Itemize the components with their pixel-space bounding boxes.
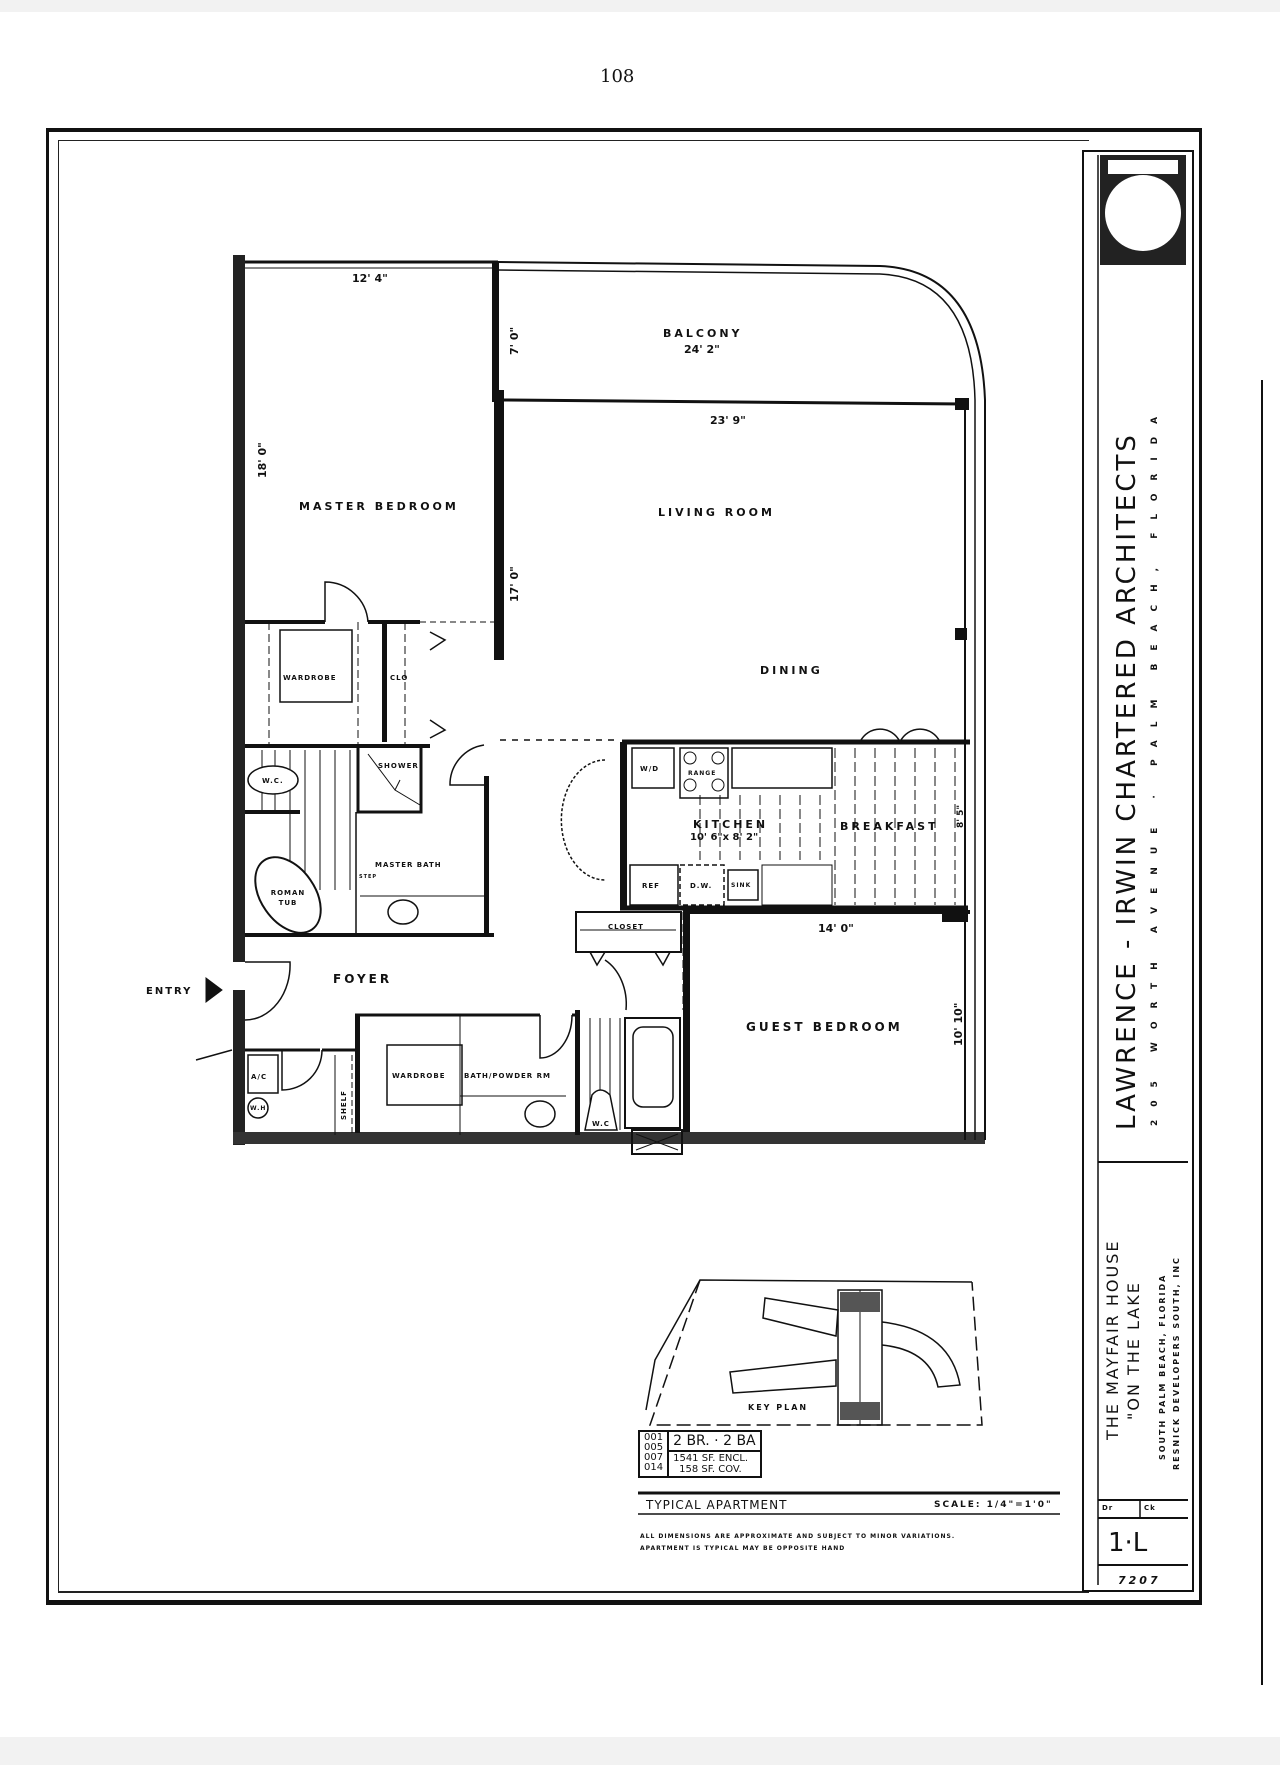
room-label-breakfast: BREAKFAST bbox=[840, 820, 939, 833]
room-label-master-bedroom: MASTER BEDROOM bbox=[299, 500, 459, 513]
room-label-roman-tub: ROMAN TUB bbox=[270, 889, 306, 907]
architect-firm-name: LAWRENCE - IRWIN CHARTERED ARCHITECTS bbox=[1112, 432, 1142, 1130]
room-label-closet: CLOSET bbox=[608, 923, 644, 931]
appliance-label-wd: W/D bbox=[640, 765, 660, 773]
drawing-border bbox=[46, 128, 1202, 1605]
room-label-wc-guest: W.C bbox=[592, 1120, 610, 1128]
room-label-bath-powder: BATH/POWDER RM bbox=[464, 1072, 551, 1080]
dimension-balcony-depth: 7' 0" bbox=[508, 326, 521, 355]
room-label-shelf: SHELF bbox=[340, 1090, 348, 1120]
room-label-clo: CLO bbox=[390, 674, 409, 682]
unit-numbers: 001 005 007 014 bbox=[637, 1430, 670, 1478]
drawing-title: TYPICAL APARTMENT bbox=[646, 1498, 788, 1512]
room-label-living-room: LIVING ROOM bbox=[658, 506, 775, 519]
dimension-breakfast-depth: 8' 5" bbox=[956, 804, 966, 828]
room-label-master-bath: MASTER BATH bbox=[375, 861, 442, 869]
note-line-1: ALL DIMENSIONS ARE APPROXIMATE AND SUBJE… bbox=[640, 1533, 956, 1540]
area-enclosed: 1541 SF. ENCL. bbox=[673, 1453, 749, 1464]
drawing-note: ALL DIMENSIONS ARE APPROXIMATE AND SUBJE… bbox=[640, 1531, 955, 1555]
project-developer: RESNICK DEVELOPERS SOUTH, INC bbox=[1172, 1256, 1181, 1470]
note-line-2: APARTMENT IS TYPICAL MAY BE OPPOSITE HAN… bbox=[640, 1545, 846, 1552]
dimension-guest-width: 14' 0" bbox=[818, 922, 854, 935]
dimension-balcony-width: 24' 2" bbox=[684, 343, 720, 356]
appliance-label-ref: REF bbox=[642, 882, 660, 890]
architect-address: 205 WORTH AVENUE · PALM BEACH, FLORIDA bbox=[1150, 403, 1160, 1126]
unit-number: 005 bbox=[644, 1442, 664, 1453]
exterior-wall-left bbox=[233, 255, 245, 1145]
unit-number: 001 bbox=[644, 1432, 664, 1443]
appliance-label-sink: SINK bbox=[731, 882, 752, 889]
entry-label: ENTRY bbox=[146, 986, 193, 997]
appliance-label-range: RANGE bbox=[688, 770, 717, 777]
project-name: THE MAYFAIR HOUSE bbox=[1103, 1239, 1122, 1440]
drawing-scale: SCALE: 1/4"=1'0" bbox=[934, 1500, 1053, 1510]
drawing-inner-border bbox=[58, 140, 1089, 1593]
room-label-wh: W.H. bbox=[250, 1105, 270, 1112]
dimension-living-width: 23' 9" bbox=[710, 414, 746, 427]
room-label-foyer: FOYER bbox=[333, 972, 393, 986]
room-label-dining: DINING bbox=[760, 664, 823, 677]
room-label-wc-master: W.C. bbox=[262, 777, 284, 785]
dimension-living-depth: 17' 0" bbox=[508, 566, 521, 602]
unit-areas: 1541 SF. ENCL. 158 SF. COV. bbox=[667, 1450, 762, 1478]
dimension-kitchen-size: 10' 6"x 8' 2" bbox=[690, 832, 759, 843]
unit-number: 007 bbox=[644, 1452, 664, 1463]
area-covered: 158 SF. COV. bbox=[679, 1464, 742, 1475]
step-label: STEP bbox=[359, 874, 378, 880]
room-label-guest-bedroom: GUEST BEDROOM bbox=[746, 1020, 903, 1034]
bed-bath-count: 2 BR. · 2 BA bbox=[667, 1430, 762, 1452]
room-label-ac: A/C bbox=[251, 1073, 268, 1081]
unit-info-table: 001 005 007 014 2 BR. · 2 BA 1541 SF. EN… bbox=[637, 1430, 762, 1478]
project-location: SOUTH PALM BEACH, FLORIDA bbox=[1158, 1273, 1167, 1460]
title-block bbox=[1082, 150, 1194, 1592]
room-label-wardrobe-guest: WARDROBE bbox=[392, 1072, 446, 1080]
room-label-wardrobe-master: WARDROBE bbox=[283, 674, 337, 682]
appliance-label-dw: D.W. bbox=[690, 882, 713, 890]
page-number: 108 bbox=[600, 66, 635, 87]
sheet-number: 1·L bbox=[1108, 1528, 1148, 1558]
key-plan-label: KEY PLAN bbox=[748, 1403, 809, 1412]
room-label-balcony: BALCONY bbox=[663, 327, 743, 340]
room-label-kitchen: KITCHEN bbox=[693, 818, 769, 831]
dimension-master-width: 12' 4" bbox=[352, 272, 388, 285]
checked-by-label: Ck bbox=[1144, 1504, 1156, 1512]
project-subtitle: "ON THE LAKE bbox=[1124, 1281, 1143, 1420]
dimension-master-depth: 18' 0" bbox=[256, 442, 269, 478]
exterior-wall-bottom bbox=[233, 1132, 985, 1144]
room-label-shower: SHOWER bbox=[378, 762, 419, 770]
unit-number: 014 bbox=[644, 1462, 664, 1473]
dimension-guest-depth: 10' 10" bbox=[952, 1002, 965, 1046]
drawn-by-label: Dr bbox=[1102, 1504, 1114, 1512]
sheet-code: 7207 bbox=[1118, 1574, 1161, 1587]
